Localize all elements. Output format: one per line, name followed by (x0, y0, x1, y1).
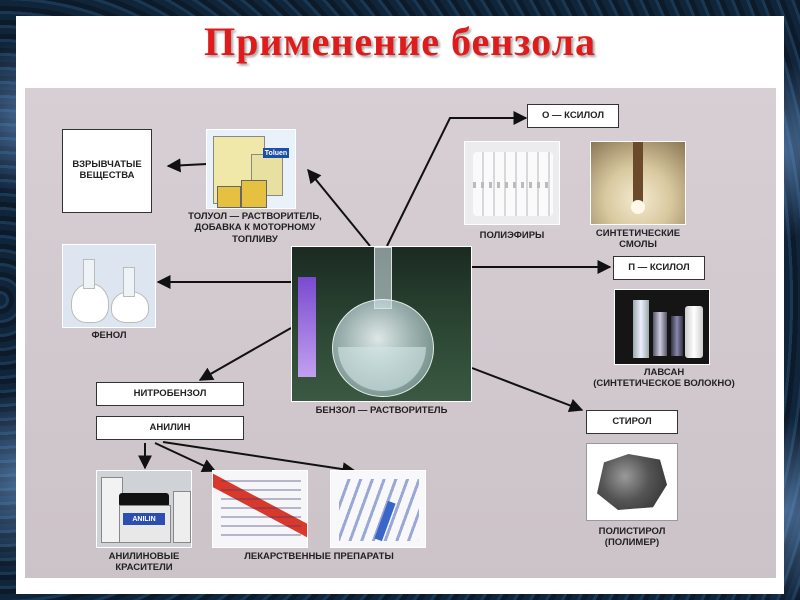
arrow-to-nitrobenzene (198, 327, 292, 381)
explosives-box: ВЗРЫВЧАТЫЕ ВЕЩЕСТВА (62, 129, 152, 213)
medicine-pack-image (330, 470, 426, 548)
arrow-to-explosives (166, 158, 208, 173)
medicines-label: ЛЕКАРСТВЕННЫЕ ПРЕПАРАТЫ (244, 551, 394, 562)
dyes-label: АНИЛИНОВЫЕ КРАСИТЕЛИ (108, 551, 180, 574)
arrow-to-toluene (307, 168, 371, 247)
nitrobenzene-box: НИТРОБЕНЗОЛ (96, 382, 244, 406)
aniline-box: АНИЛИН (96, 416, 244, 440)
resin-image (590, 141, 686, 225)
styrene-box: СТИРОЛ (586, 410, 678, 434)
arrow-to-o-xylene (386, 111, 528, 247)
medicine-blister-image (212, 470, 308, 548)
phenol-label: ФЕНОЛ (91, 330, 127, 341)
explosives-label: ВЗРЫВЧАТЫЕ ВЕЩЕСТВА (72, 159, 142, 181)
polyester-image (464, 141, 560, 225)
p-xylene-box: П — КСИЛОЛ (613, 256, 705, 280)
arrow-to-medicine-2 (162, 441, 357, 477)
o-xylene-box: О — КСИЛОЛ (527, 104, 619, 128)
arrow-to-styrene (471, 367, 584, 413)
slide-title: Применение бензола (203, 19, 597, 64)
polystyrene-label: ПОЛИСТИРОЛ (ПОЛИМЕР) (598, 526, 666, 549)
polystyrene-image (586, 443, 678, 521)
resins-label: СИНТЕТИЧЕСКИЕ СМОЛЫ (595, 228, 681, 251)
polyesters-label: ПОЛИЭФИРЫ (479, 230, 545, 241)
dye-jar-text: ANILIN (123, 513, 165, 525)
lavsan-fiber-image (614, 289, 710, 365)
phenol-flasks-image (62, 244, 156, 328)
toluene-can-text: Toluen (263, 148, 289, 158)
center-label: БЕНЗОЛ — РАСТВОРИТЕЛЬ (315, 405, 448, 416)
lavsan-label: ЛАВСАН (СИНТЕТИЧЕСКОЕ ВОЛОКНО) (593, 367, 735, 390)
arrows-layer (138, 111, 612, 477)
arrow-to-medicine-1 (154, 442, 217, 473)
toluene-label: ТОЛУОЛ — РАСТВОРИТЕЛЬ, ДОБАВКА К МОТОРНО… (188, 211, 322, 245)
benzene-flask-image (291, 246, 472, 402)
toluene-cans-image: Toluen (206, 129, 296, 209)
aniline-dyes-image: ANILIN (96, 470, 192, 548)
